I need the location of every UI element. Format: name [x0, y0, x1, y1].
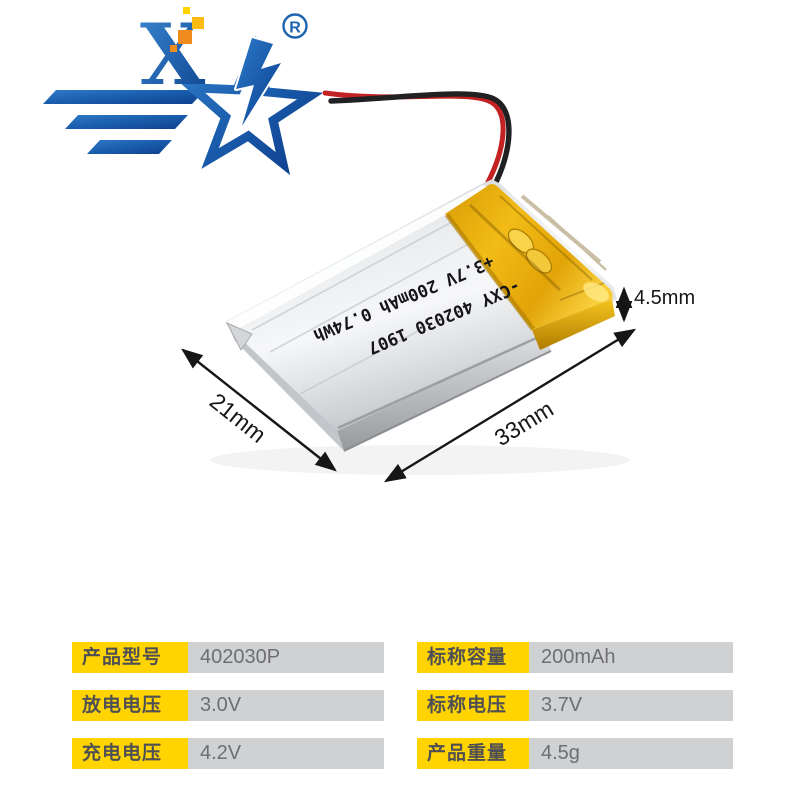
- spec-cell-value: 3.7V: [529, 690, 733, 721]
- logo-pixel-squares: [170, 7, 204, 52]
- spec-cell-value: 3.0V: [188, 690, 384, 721]
- pouch-fold: [225, 321, 253, 351]
- logo-star-icon: [179, 35, 322, 176]
- spec-table-right: 标称容量 200mAh 标称电压 3.7V 产品重量 4.5g: [417, 642, 733, 786]
- spec-cell-label: 标称电压: [417, 690, 529, 721]
- width-dimension-arrow: [181, 348, 337, 472]
- wing-stripe-1: [43, 90, 205, 104]
- spec-cell-value: 4.2V: [188, 738, 384, 769]
- wing-stripe-3: [87, 140, 172, 154]
- tape-wrinkles: [468, 194, 607, 301]
- tab-welds: [507, 228, 553, 274]
- table-row: 充电电压 4.2V: [72, 738, 384, 769]
- spec-cell-value: 4.5g: [529, 738, 733, 769]
- edge-highlight: [227, 185, 492, 330]
- logo-bolt-icon: [234, 36, 283, 128]
- red-wire: [322, 90, 506, 187]
- spec-cell-label: 产品型号: [72, 642, 188, 673]
- logo-wing-stripes: [43, 90, 205, 154]
- thickness-dimension-label: 4.5mm: [634, 287, 695, 309]
- length-dimension-label: 33mm: [490, 395, 558, 451]
- spec-cell-value: 200mAh: [529, 642, 733, 673]
- table-row: 产品重量 4.5g: [417, 738, 733, 769]
- spec-cell-label: 放电电压: [72, 690, 188, 721]
- tape-shine: [583, 282, 609, 302]
- table-row: 产品型号 402030P: [72, 642, 384, 673]
- table-row: 放电电压 3.0V: [72, 690, 384, 721]
- table-row: 标称电压 3.7V: [417, 690, 733, 721]
- registered-trademark-icon: R: [282, 13, 308, 39]
- wing-stripe-2: [65, 115, 188, 129]
- spec-table-left: 产品型号 402030P 放电电压 3.0V 充电电压 4.2V: [72, 642, 384, 786]
- table-row: 标称容量 200mAh: [417, 642, 733, 673]
- spec-cell-value: 402030P: [188, 642, 384, 673]
- length-dimension-arrow: [383, 328, 637, 483]
- brand-logo: X R: [43, 5, 322, 176]
- tape-boundary: [445, 213, 535, 331]
- battery-body: -CXY 402030 1907 +3.7V 200mAh 0.74Wh: [225, 179, 617, 452]
- spec-cell-label: 标称容量: [417, 642, 529, 673]
- spec-cell-label: 充电电压: [72, 738, 188, 769]
- spec-cell-label: 产品重量: [417, 738, 529, 769]
- black-wire: [328, 91, 512, 191]
- registered-letter: R: [289, 20, 301, 37]
- width-dimension-label: 21mm: [205, 388, 271, 448]
- battery-wires: [322, 90, 512, 191]
